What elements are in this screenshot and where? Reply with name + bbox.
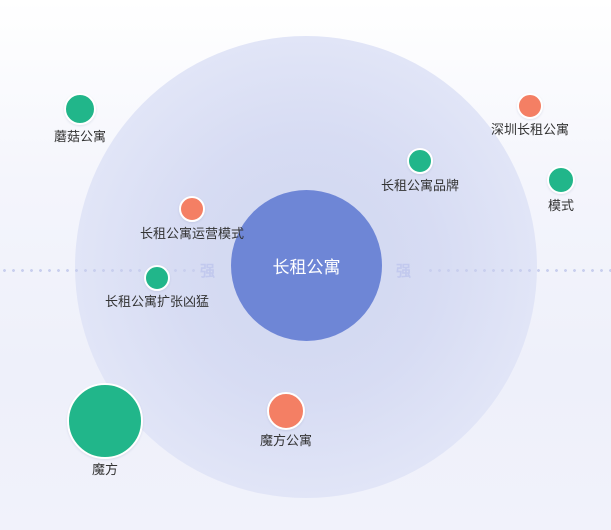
node-shenzhen-bubble[interactable] — [517, 93, 543, 119]
node-mode-label: 模式 — [547, 199, 575, 214]
node-mofang-apt-bubble[interactable] — [267, 392, 305, 430]
axis-word-right: 强 — [396, 262, 413, 280]
axis-dots-left — [0, 269, 196, 272]
axis-word-left: 强 — [200, 262, 217, 280]
node-ops-label: 长租公寓运营模式 — [139, 227, 245, 242]
axis-dots-right — [426, 269, 611, 272]
node-expand-bubble[interactable] — [144, 265, 170, 291]
node-brand-bubble[interactable] — [407, 148, 433, 174]
node-ops-bubble[interactable] — [179, 196, 205, 222]
node-mogu-label: 蘑菇公寓 — [53, 130, 107, 145]
node-mofang-bubble[interactable] — [67, 383, 143, 459]
node-expand-label: 长租公寓扩张凶猛 — [104, 295, 210, 310]
center-keyword-bubble[interactable]: 长租公寓 — [231, 190, 382, 341]
node-mode-bubble[interactable] — [547, 166, 575, 194]
node-mofang-apt-label: 魔方公寓 — [259, 434, 313, 449]
node-mofang-label: 魔方 — [91, 463, 119, 478]
node-brand-label: 长租公寓品牌 — [380, 179, 460, 194]
center-keyword-label: 长租公寓 — [272, 258, 341, 278]
node-shenzhen-label: 深圳长租公寓 — [490, 123, 570, 138]
node-mogu-bubble[interactable] — [64, 93, 96, 125]
